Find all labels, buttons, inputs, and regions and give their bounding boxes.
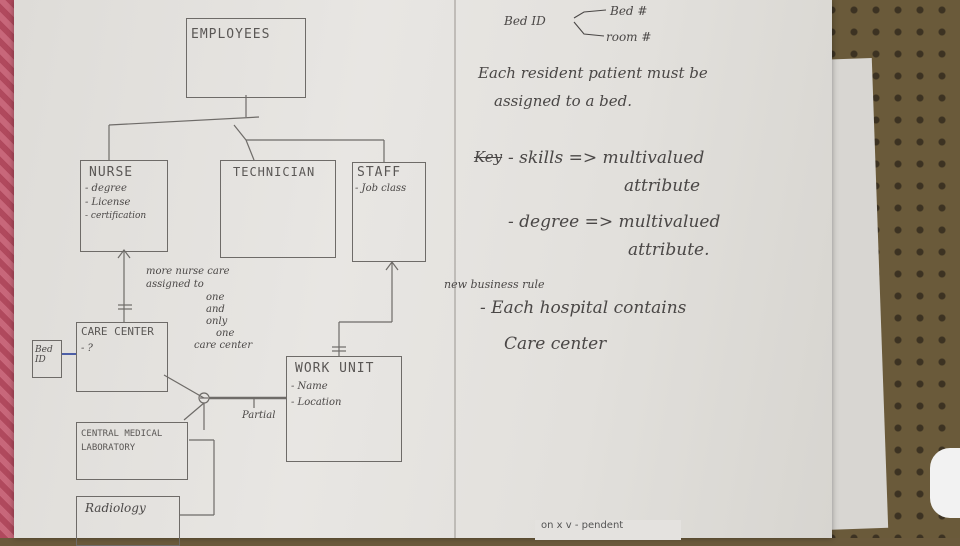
partial-label: Partial xyxy=(242,410,276,421)
relationship-line-3: one xyxy=(206,292,225,303)
scrap-text: on x v - pendent xyxy=(541,520,624,531)
note-room-no: room # xyxy=(606,30,652,44)
radiology-label: Radiology xyxy=(85,501,146,515)
note-degree: - degree => multivalued xyxy=(508,212,721,232)
relationship-line-5: only xyxy=(206,316,228,327)
employees-entity: EMPLOYEES xyxy=(186,18,306,98)
note-rule-line-1: - Each hospital contains xyxy=(480,298,687,318)
work-unit-entity: WORK UNIT - Name - Location xyxy=(286,356,402,462)
note-degree-attr: attribute. xyxy=(628,240,710,260)
nurse-attr-certification: - certification xyxy=(85,211,147,221)
note-skills: - skills => multivalued xyxy=(508,148,705,168)
technician-label: TECHNICIAN xyxy=(233,165,316,179)
note-skills-attr: attribute xyxy=(624,176,701,196)
nurse-attr-degree: - degree xyxy=(85,183,127,194)
central-lab-entity: CENTRAL MEDICAL LABORATORY xyxy=(76,422,188,480)
note-skills-strike: Key xyxy=(474,148,503,166)
slipper xyxy=(930,448,960,518)
notebook-page: EMPLOYEES NURSE - degree - License - cer… xyxy=(14,0,832,546)
relationship-line-7: care center xyxy=(194,340,253,351)
central-lab-label: CENTRAL MEDICAL LABORATORY xyxy=(81,429,163,453)
nurse-entity: NURSE - degree - License - certification xyxy=(80,160,168,252)
nurse-label: NURSE xyxy=(89,165,134,180)
radiology-entity: Radiology xyxy=(76,496,180,546)
nurse-attr-license: - License xyxy=(85,197,131,208)
relationship-line-4: and xyxy=(206,304,225,315)
diagram-lines xyxy=(62,95,399,516)
note-bed-id: Bed ID xyxy=(504,14,546,28)
note-bed-no: Bed # xyxy=(610,4,648,18)
note-line-1: Each resident patient must be xyxy=(478,64,708,82)
page-fold xyxy=(454,0,456,538)
bed-id-entity: Bed ID xyxy=(32,340,62,378)
staff-attr-jobclass: - Job class xyxy=(355,183,407,194)
care-center-entity: CARE CENTER - ? xyxy=(76,322,168,392)
work-unit-label: WORK UNIT xyxy=(295,361,375,376)
relationship-line-1: more nurse care xyxy=(146,266,230,277)
note-business-rule: new business rule xyxy=(444,278,545,291)
employees-label: EMPLOYEES xyxy=(191,27,271,42)
note-rule-line-2: Care center xyxy=(504,334,607,354)
staff-entity: STAFF - Job class xyxy=(352,162,426,262)
care-center-label: CARE CENTER xyxy=(81,325,154,338)
note-line-2: assigned to a bed. xyxy=(494,92,633,110)
work-unit-attr-name: - Name xyxy=(291,381,328,392)
relationship-line-2: assigned to xyxy=(146,279,204,290)
care-center-attr: - ? xyxy=(81,343,93,354)
technician-entity: TECHNICIAN xyxy=(220,160,336,258)
relationship-line-6: one xyxy=(216,328,235,339)
bottom-paper-scrap: on x v - pendent xyxy=(535,520,681,540)
work-unit-attr-location: - Location xyxy=(291,397,342,408)
bed-id-label: Bed ID xyxy=(35,345,53,365)
staff-label: STAFF xyxy=(357,165,402,180)
